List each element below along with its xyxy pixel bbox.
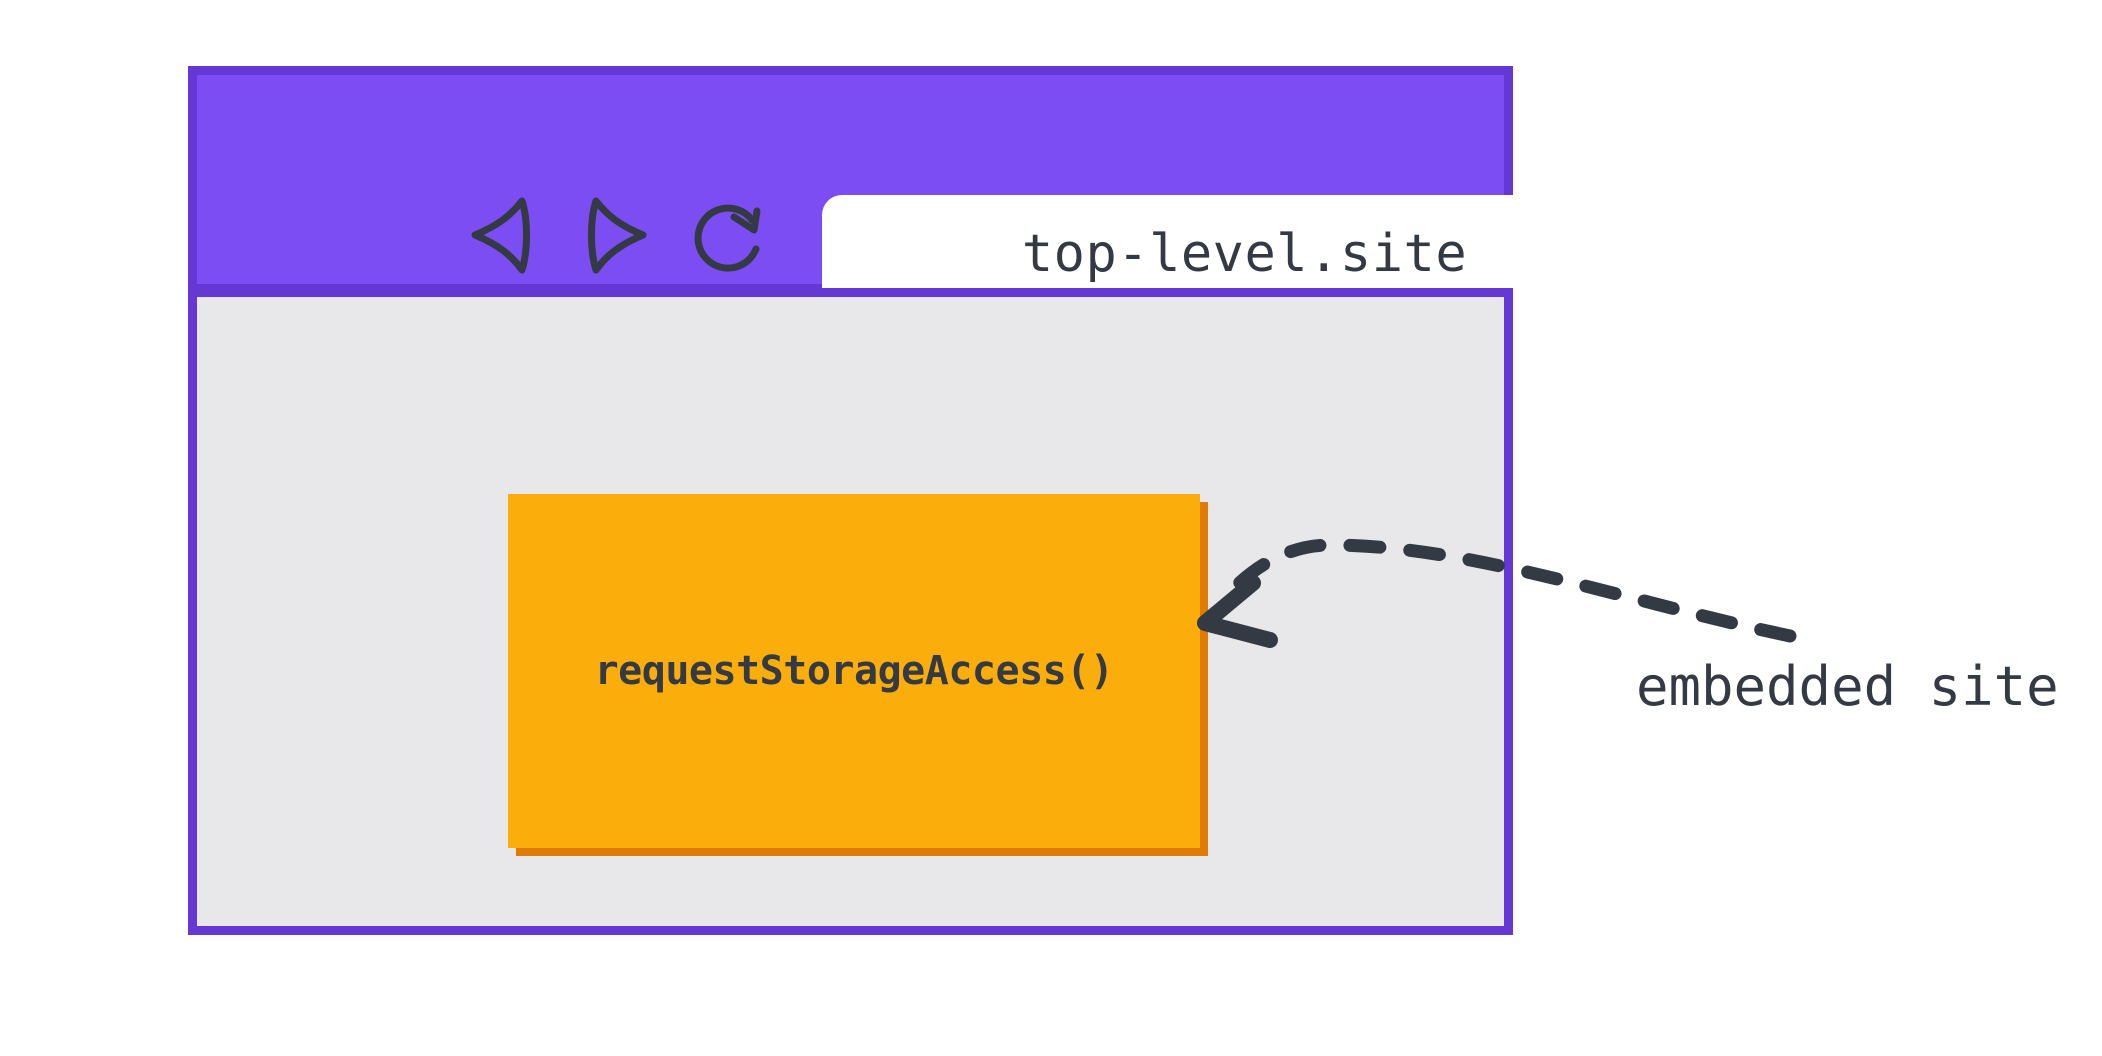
request-storage-access-label: requestStorageAccess() bbox=[594, 648, 1114, 694]
forward-icon[interactable] bbox=[573, 193, 653, 281]
back-icon[interactable] bbox=[465, 193, 545, 281]
embedded-site-frame-fill: requestStorageAccess() bbox=[508, 494, 1200, 848]
reload-icon[interactable] bbox=[683, 193, 775, 289]
embedded-site-annotation: embedded site bbox=[1636, 655, 2059, 718]
url-text: top-level.site bbox=[1021, 224, 1468, 284]
embedded-site-frame[interactable]: requestStorageAccess() bbox=[508, 494, 1208, 856]
